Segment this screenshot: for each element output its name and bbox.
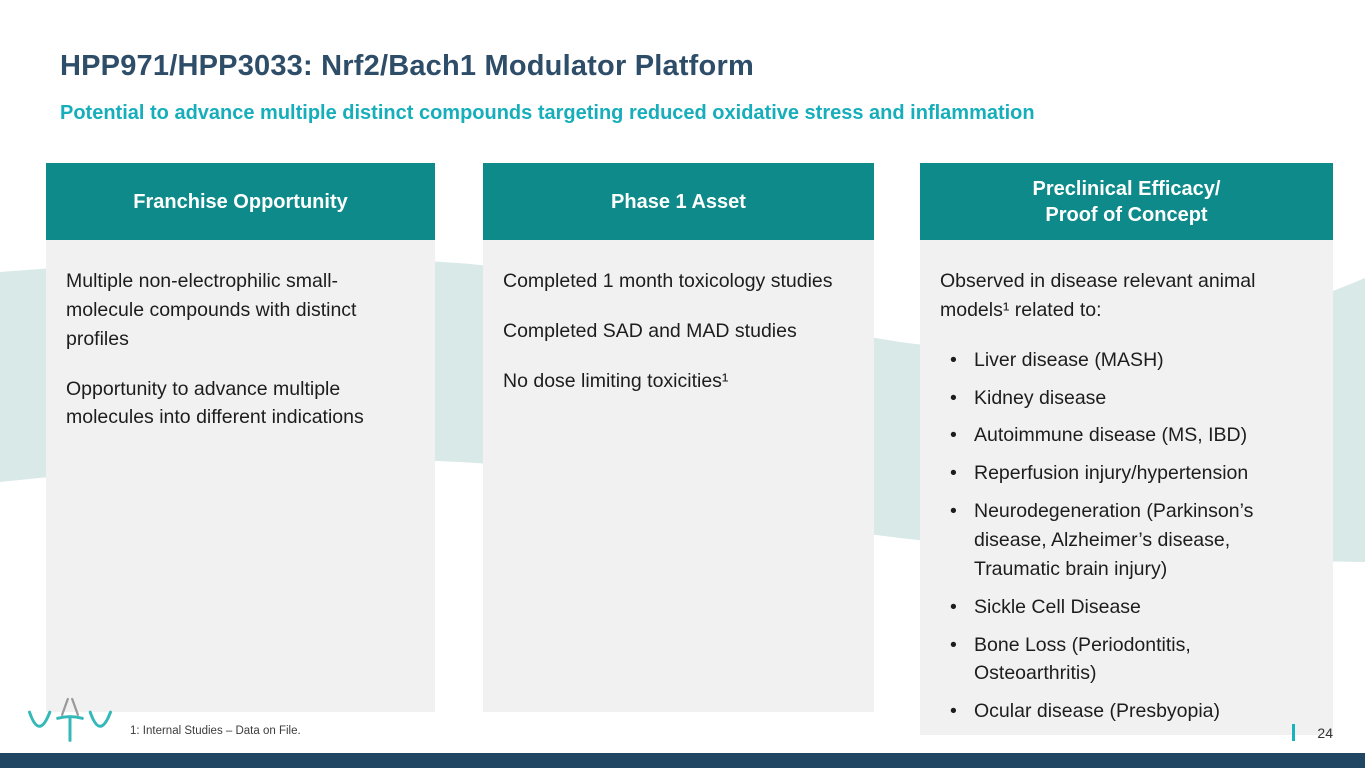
card-phase1-asset: Phase 1 Asset Completed 1 month toxicolo… (483, 163, 874, 712)
card-preclinical-header: Preclinical Efficacy/ Proof of Concept (920, 163, 1333, 240)
page-marker: 24 (1292, 724, 1333, 741)
bottom-accent-bar (0, 753, 1365, 768)
card-preclinical-efficacy: Preclinical Efficacy/ Proof of Concept O… (920, 163, 1333, 736)
card-intro: Observed in disease relevant animal mode… (940, 270, 1256, 321)
card-franchise-opportunity: Franchise Opportunity Multiple non-elect… (46, 163, 435, 712)
card-paragraph: Opportunity to advance multiple molecule… (66, 377, 364, 429)
disease-bullet-list: Liver disease (MASH) Kidney disease Auto… (940, 346, 1313, 726)
list-item: Ocular disease (Presbyopia) (940, 697, 1313, 726)
card-franchise-body: Multiple non-electrophilic small-molecul… (46, 240, 435, 712)
page-number-divider (1292, 724, 1296, 741)
card-paragraph: No dose limiting toxicities¹ (503, 369, 729, 392)
card-phase1-header: Phase 1 Asset (483, 163, 874, 240)
card-franchise-header: Franchise Opportunity (46, 163, 435, 240)
card-phase1-body: Completed 1 month toxicology studies Com… (483, 240, 874, 712)
list-item: Autoimmune disease (MS, IBD) (940, 421, 1313, 450)
list-item: Sickle Cell Disease (940, 593, 1313, 622)
card-preclinical-body: Observed in disease relevant animal mode… (920, 240, 1333, 736)
card-paragraph: Completed SAD and MAD studies (503, 319, 797, 342)
card-paragraph: Multiple non-electrophilic small-molecul… (66, 270, 357, 350)
slide-subtitle: Potential to advance multiple distinct c… (60, 102, 1035, 124)
vtv-logo-icon (28, 697, 112, 742)
card-paragraph: Completed 1 month toxicology studies (503, 270, 833, 292)
slide-title: HPP971/HPP3033: Nrf2/Bach1 Modulator Pla… (60, 50, 754, 82)
page-number: 24 (1317, 724, 1333, 741)
list-item: Kidney disease (940, 384, 1313, 413)
list-item: Neurodegeneration (Parkinson’s disease, … (940, 497, 1313, 584)
list-item: Reperfusion injury/hypertension (940, 459, 1313, 488)
list-item: Bone Loss (Periodontitis, Osteoarthritis… (940, 631, 1313, 689)
list-item: Liver disease (MASH) (940, 346, 1313, 375)
footnote: 1: Internal Studies – Data on File. (130, 725, 301, 737)
